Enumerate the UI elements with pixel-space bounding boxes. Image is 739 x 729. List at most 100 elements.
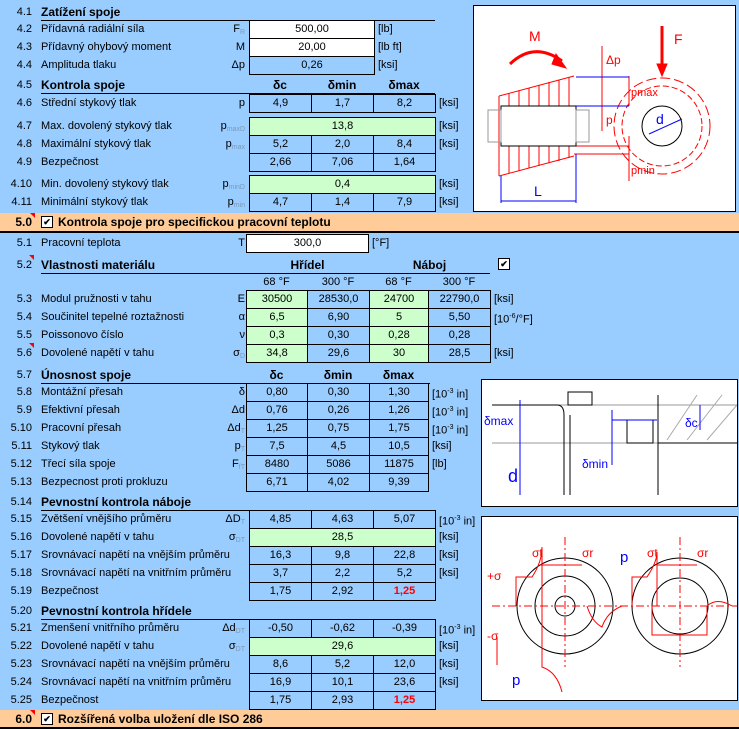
column-header: δmin — [327, 78, 357, 92]
value-cell: 2,0 — [311, 135, 374, 154]
value-cell: 13,8 — [249, 117, 436, 136]
value-cell: 0,3 — [246, 326, 308, 345]
row-number: 5.9 — [16, 404, 32, 416]
row-number: 5.23 — [10, 658, 32, 670]
value-cell: 28,5 — [428, 344, 491, 363]
symbol: δ — [238, 386, 245, 398]
section-5-band[interactable]: 5.0 ✔ Kontrola spoje pro specifickou pra… — [0, 213, 739, 233]
row-label: Střední stykový tlak — [41, 97, 137, 109]
column-header: δc — [273, 78, 287, 92]
symbol: Δd — [231, 404, 245, 416]
value-cell: 29,6 — [307, 344, 370, 363]
value-cell: 22790,0 — [428, 290, 491, 309]
row-number: 4.3 — [16, 41, 32, 53]
pmax-label: pmax — [631, 87, 658, 99]
row-label: Srovnávací napětí na vnějším průměru — [41, 549, 230, 561]
row-number: 4.8 — [16, 138, 32, 150]
symbol: pmin — [227, 196, 245, 209]
p-label-bottom: p — [512, 672, 520, 689]
row-label: Dovolené napětí v tahu — [41, 640, 155, 652]
shaft-header: Hřídel — [290, 258, 325, 272]
heading-underline — [41, 273, 490, 274]
value-cell: 1,64 — [373, 153, 436, 172]
row-label: Bezpečnost — [41, 694, 99, 706]
value-cell: 6,90 — [307, 308, 370, 327]
symbol: α — [238, 311, 245, 323]
unit-label: [ksi] — [439, 640, 459, 652]
comment-marker-icon — [29, 343, 34, 348]
section-6-checkbox[interactable]: ✔ — [41, 713, 53, 725]
material-checkbox[interactable]: ✔ — [498, 258, 510, 270]
row-label: Pracovní teplota — [41, 237, 121, 249]
value-cell: 7,5 — [246, 437, 308, 456]
value-cell: 1,75 — [249, 582, 312, 601]
symbol: Δp — [231, 59, 245, 71]
row-number: 5.2 — [16, 259, 32, 271]
section-heading: Únosnost spoje — [41, 368, 132, 382]
value-cell: 22,8 — [373, 546, 436, 565]
section-heading: Pevnostní kontrola náboje — [41, 495, 192, 509]
unit-label: [10-6/°F] — [494, 313, 533, 326]
unit-label: [10-3 in] — [439, 624, 476, 637]
section-6-band[interactable]: 6.0 ✔ Rozšířená volba uložení dle ISO 28… — [0, 710, 739, 729]
value-cell: 0,26 — [249, 56, 375, 75]
sigma-r-label: σr — [582, 546, 593, 560]
unit-label: [lb ft] — [378, 41, 402, 53]
row-number: 5.22 — [10, 640, 32, 652]
section-5-checkbox[interactable]: ✔ — [41, 216, 53, 228]
value-input[interactable]: 500,00 — [249, 20, 375, 39]
value-cell: 7,06 — [311, 153, 374, 172]
section-heading: Vlastnosti materiálu — [41, 258, 156, 272]
row-number: 4.4 — [16, 59, 32, 71]
comment-marker-icon — [30, 213, 35, 218]
row-label: Srovnávací napětí na vnějším průměru — [41, 658, 230, 670]
temperature-header: 68 °F — [385, 276, 412, 288]
value-input[interactable]: 300,0 — [246, 234, 369, 253]
row-number: 5.7 — [16, 369, 32, 381]
value-cell: 9,39 — [369, 473, 429, 492]
value-cell: 5,2 — [373, 564, 436, 583]
symbol: p — [238, 97, 245, 109]
value-cell: 0,30 — [307, 383, 370, 402]
row-number: 5.25 — [10, 694, 32, 706]
diameter-label: d — [656, 111, 664, 127]
row-number: 5.12 — [10, 458, 32, 470]
sigma-r-label-2: σr — [697, 546, 708, 560]
row-label: Modul pružnosti v tahu — [41, 293, 152, 305]
symbol: σD — [233, 347, 245, 360]
minus-sigma-label: -σ — [487, 629, 499, 643]
unit-label: [ksi] — [439, 178, 459, 190]
row-label: Zmenšení vnitřního průměru — [41, 622, 180, 634]
value-input[interactable]: 20,00 — [249, 38, 375, 57]
value-cell: 2,66 — [249, 153, 312, 172]
row-label: Součinitel tepelné roztažnosti — [41, 311, 185, 323]
value-cell: 4,9 — [249, 94, 312, 113]
stress-diagram: σt σr σt σr +σ -σ p p — [481, 516, 738, 701]
row-label: Max. dovolený stykový tlak — [41, 120, 172, 132]
row-label: Poissonovo číslo — [41, 329, 124, 341]
value-cell: 3,7 — [249, 564, 312, 583]
value-cell: 4,63 — [311, 510, 374, 529]
heading-underline — [41, 510, 435, 511]
unit-label: [10-3 in] — [432, 406, 469, 419]
unit-label: [ksi] — [378, 59, 398, 71]
p-label-top: p — [620, 549, 628, 566]
symbol: pminD — [222, 178, 245, 191]
row-number: 4.11 — [11, 196, 32, 208]
value-cell: 9,8 — [311, 546, 374, 565]
symbol: pT — [234, 440, 245, 453]
interference-drawing: δmax δmin δc d — [484, 391, 738, 495]
row-number: 5.4 — [16, 311, 32, 323]
value-cell: 5,2 — [249, 135, 312, 154]
row-label: Dovolené napětí v tahu — [41, 531, 155, 543]
moment-label: M — [529, 28, 541, 44]
value-cell: 6,5 — [246, 308, 308, 327]
value-cell: 1,7 — [311, 94, 374, 113]
column-header: δmax — [388, 78, 420, 92]
value-cell: 0,28 — [428, 326, 491, 345]
value-cell: 4,85 — [249, 510, 312, 529]
row-label: Třecí síla spoje — [41, 458, 116, 470]
value-cell: 11875 — [369, 455, 429, 474]
value-cell: 4,02 — [307, 473, 370, 492]
